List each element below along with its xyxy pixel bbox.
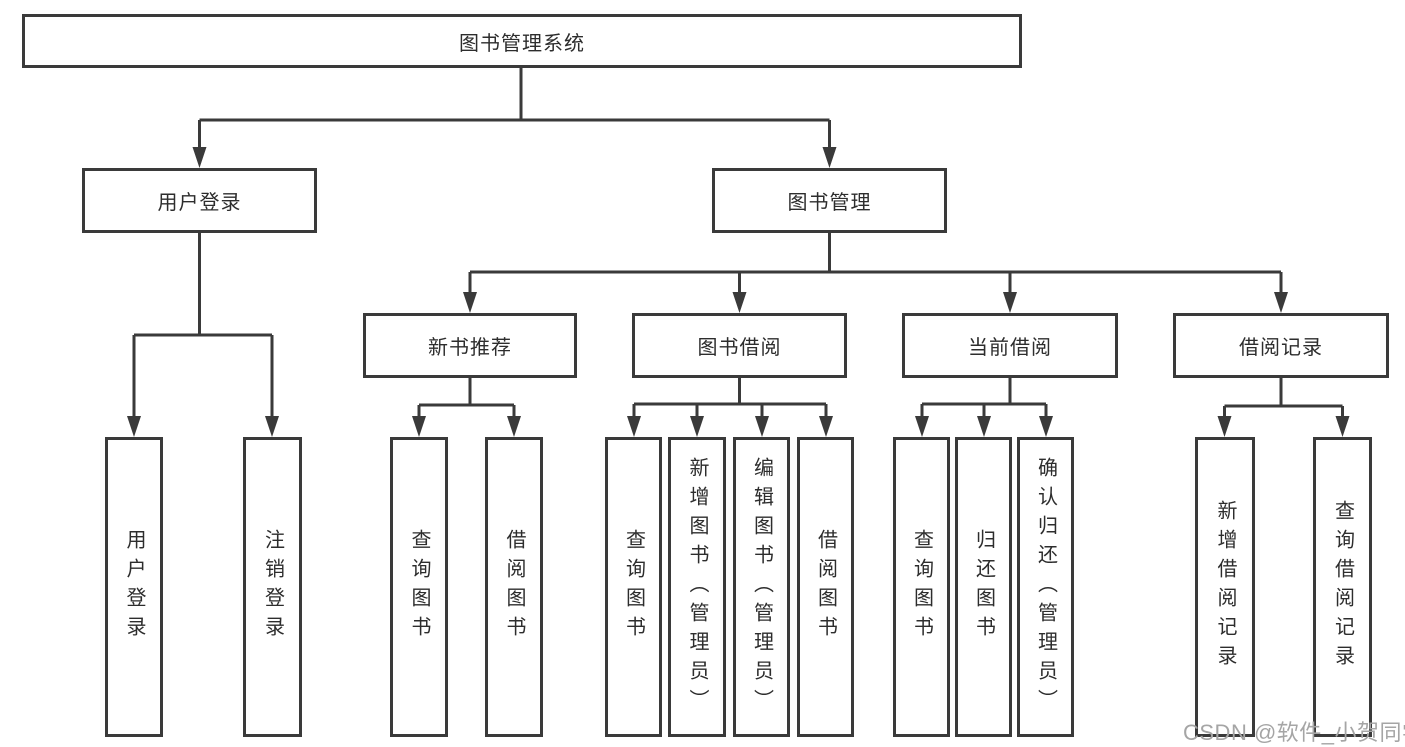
node-borrowing-records: 借阅记录 [1173, 313, 1389, 378]
node-user-login-branch-label: 用户登录 [157, 192, 242, 214]
node-user-login-branch: 用户登录 [82, 168, 317, 233]
leaf-query-borrow-record-label: 查询借阅记录 [1331, 500, 1354, 674]
leaf-add-books-admin-label: 新增图书（管理员） [686, 456, 708, 718]
node-current-borrowing: 当前借阅 [902, 313, 1118, 378]
leaf-return-books: 归还图书 [955, 437, 1012, 737]
node-root-label: 图书管理系统 [459, 32, 585, 55]
leaf-borrow-books-recommend-label: 借阅图书 [503, 529, 525, 645]
node-root: 图书管理系统 [22, 14, 1022, 68]
leaf-confirm-return-admin: 确认归还（管理员） [1017, 437, 1074, 737]
leaf-edit-books-admin-label: 编辑图书（管理员） [750, 456, 773, 718]
leaf-query-books-borrowing-label: 查询图书 [622, 529, 645, 645]
leaf-user-login: 用户登录 [105, 437, 163, 737]
leaf-edit-books-admin: 编辑图书（管理员） [733, 437, 790, 737]
leaf-query-borrow-record: 查询借阅记录 [1313, 437, 1372, 737]
node-current-borrowing-label: 当前借阅 [968, 337, 1052, 359]
leaf-add-books-admin: 新增图书（管理员） [668, 437, 726, 737]
leaf-add-borrow-record-label: 新增借阅记录 [1214, 500, 1236, 674]
leaf-logout: 注销登录 [243, 437, 302, 737]
node-new-book-recommend: 新书推荐 [363, 313, 577, 378]
leaf-query-books-recommend-label: 查询图书 [408, 529, 430, 645]
node-book-borrowing-label: 图书借阅 [697, 337, 782, 359]
leaf-add-borrow-record: 新增借阅记录 [1195, 437, 1255, 737]
node-borrowing-records-label: 借阅记录 [1239, 337, 1323, 359]
node-book-borrowing: 图书借阅 [632, 313, 847, 378]
csdn-watermark: CSDN @软件_小贺同学 [1183, 720, 1405, 745]
node-book-management: 图书管理 [712, 168, 947, 233]
leaf-query-books-current-label: 查询图书 [910, 529, 933, 645]
leaf-return-books-label: 归还图书 [972, 529, 995, 645]
leaf-query-books-borrowing: 查询图书 [605, 437, 662, 737]
arrowheads [127, 147, 1350, 437]
leaf-user-login-label: 用户登录 [123, 529, 145, 645]
leaf-query-books-recommend: 查询图书 [390, 437, 448, 737]
leaf-borrow-books: 借阅图书 [797, 437, 854, 737]
node-new-book-recommend-label: 新书推荐 [428, 337, 512, 359]
leaf-borrow-books-recommend: 借阅图书 [485, 437, 543, 737]
leaf-query-books-current: 查询图书 [893, 437, 950, 737]
leaf-borrow-books-label: 借阅图书 [814, 529, 837, 645]
leaf-confirm-return-admin-label: 确认归还（管理员） [1034, 456, 1057, 718]
leaf-logout-label: 注销登录 [261, 529, 284, 645]
node-book-management-label: 图书管理 [787, 192, 872, 214]
